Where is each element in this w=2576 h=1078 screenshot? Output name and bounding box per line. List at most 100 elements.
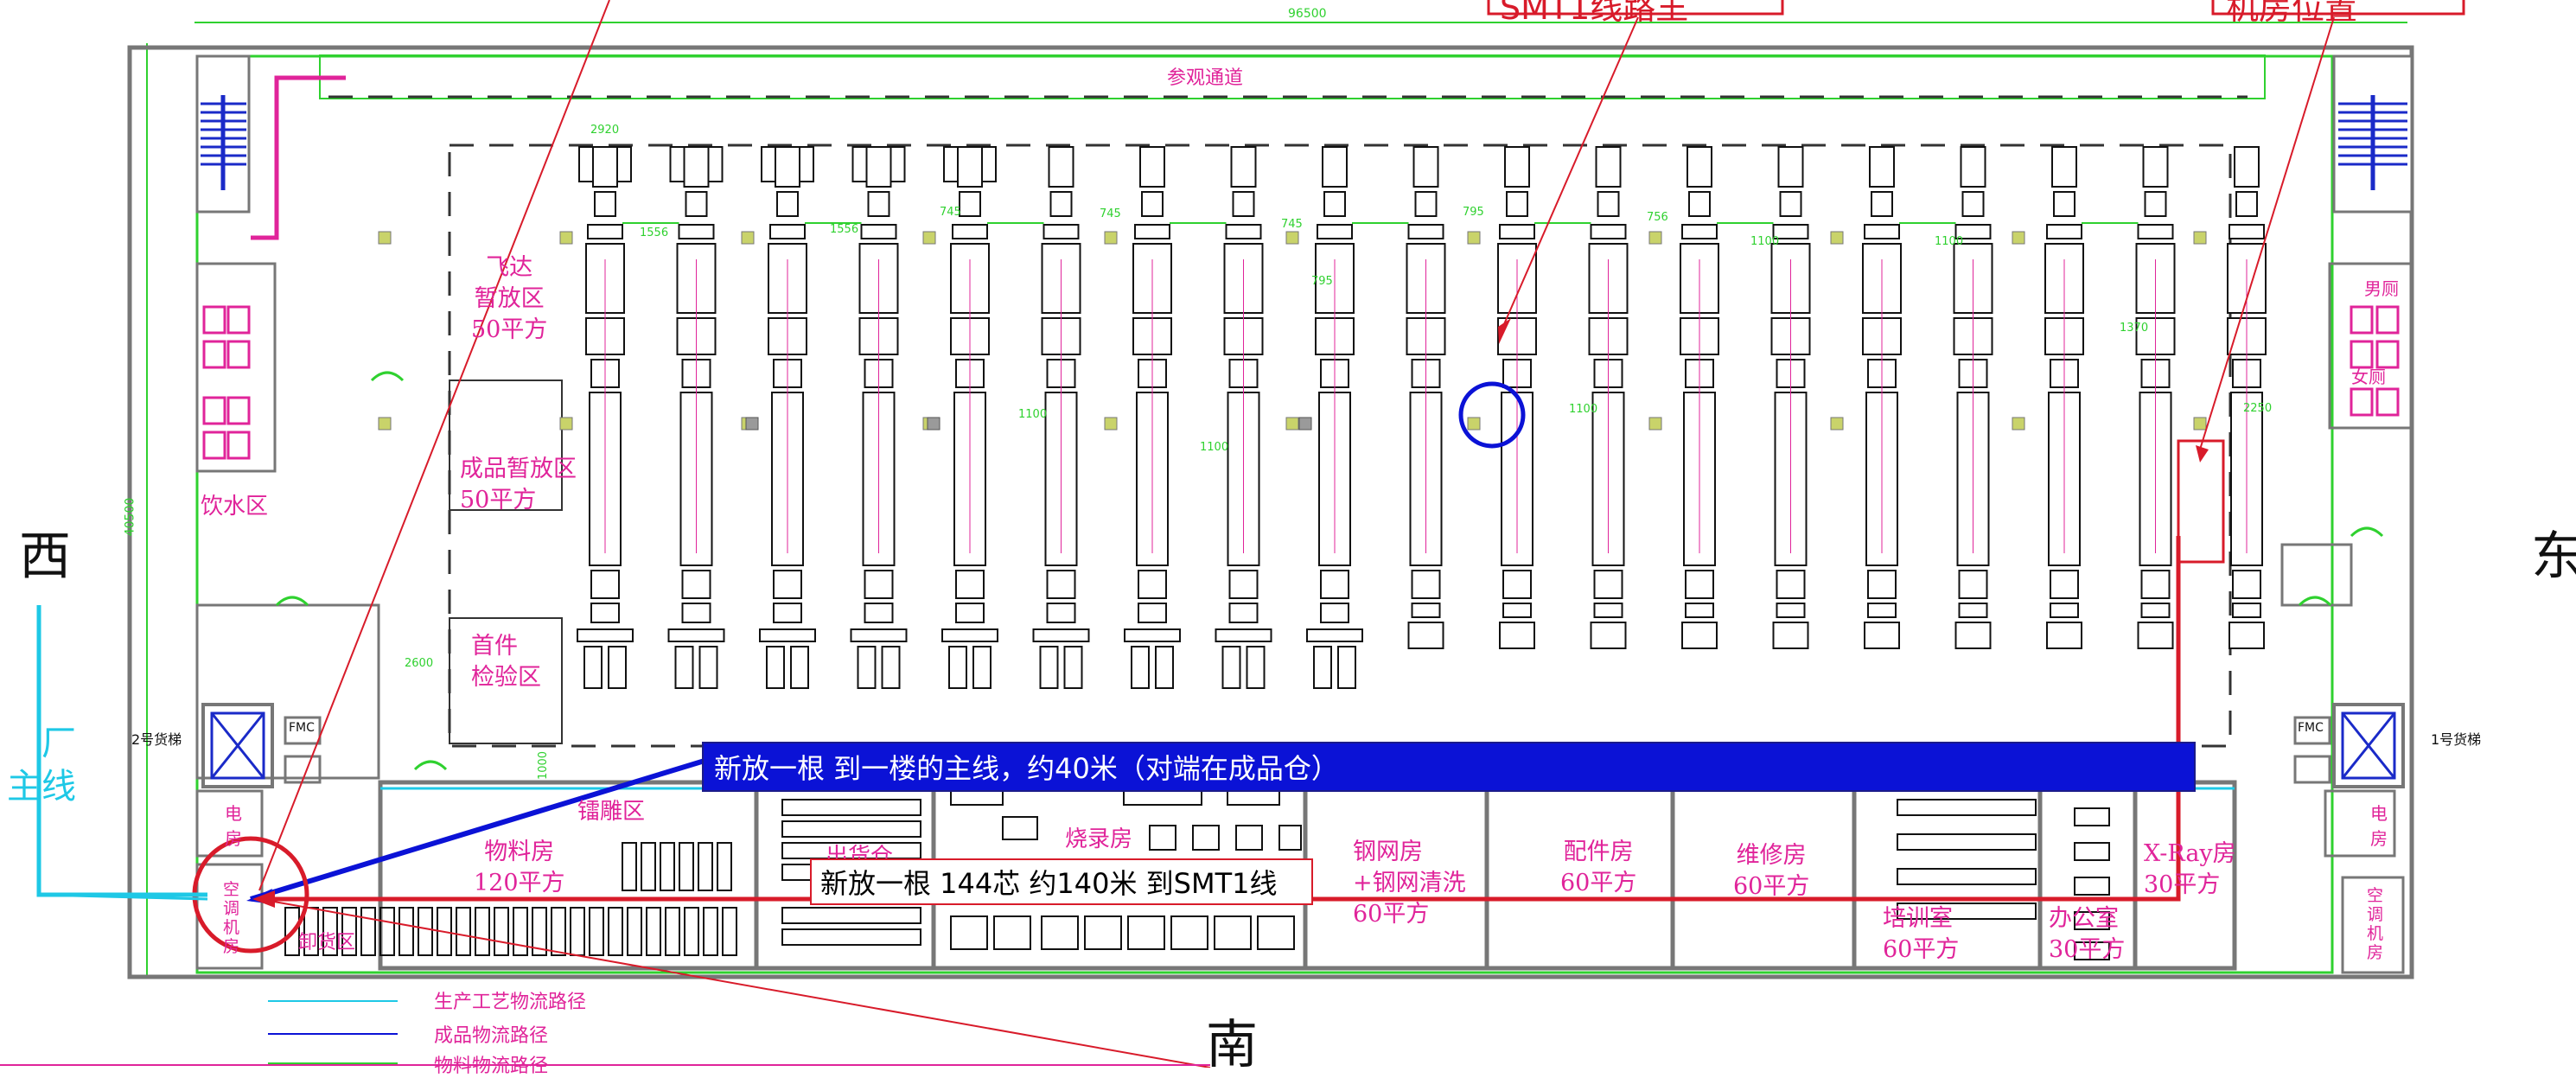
blue-fiber-line bbox=[250, 758, 705, 902]
finished-zone-label: 成品暂放区 50平方 bbox=[460, 456, 577, 513]
pillar bbox=[1285, 231, 1299, 245]
toilets-right bbox=[2350, 305, 2400, 417]
machine-line bbox=[1588, 146, 1629, 649]
pillar bbox=[2193, 417, 2207, 431]
pillar bbox=[1648, 417, 1662, 431]
electric-right bbox=[2324, 789, 2396, 858]
side-dimension-label: 40500 bbox=[123, 497, 137, 537]
machine-line bbox=[1953, 146, 1993, 649]
dim-1100-c: 1100 bbox=[1018, 408, 1048, 421]
machine-line bbox=[667, 146, 725, 689]
training-seats bbox=[1897, 799, 2110, 960]
aircon-right bbox=[2341, 876, 2405, 974]
stair-treads-left bbox=[201, 95, 246, 190]
dim-2920: 2920 bbox=[590, 124, 620, 137]
dim-745-c: 745 bbox=[1281, 218, 1303, 231]
toilets-left bbox=[202, 305, 251, 460]
pillar bbox=[1285, 417, 1299, 431]
dim-1000: 1000 bbox=[537, 750, 551, 781]
stencil-label: 钢网房 +钢网清洗 60平方 bbox=[1353, 839, 1466, 928]
training-label: 培训室 60平方 bbox=[1883, 905, 1960, 963]
machine-line bbox=[1124, 146, 1181, 689]
pillar bbox=[922, 231, 936, 245]
target-location-circle bbox=[1458, 381, 1526, 449]
compass-west: 西 bbox=[19, 526, 71, 587]
pillar bbox=[1104, 417, 1118, 431]
pillar bbox=[559, 231, 573, 245]
visitor-corridor bbox=[319, 54, 2266, 99]
pillar bbox=[2012, 417, 2025, 431]
water-label: 饮水区 bbox=[201, 494, 269, 520]
dim-1100-b: 1100 bbox=[1935, 235, 1964, 248]
pillar bbox=[1830, 231, 1844, 245]
elevator-2 bbox=[201, 703, 274, 788]
fmc-right-2 bbox=[2293, 755, 2331, 784]
office-label: 办公室 30平方 bbox=[2049, 905, 2126, 963]
pillar bbox=[1298, 417, 1312, 431]
burn-room-benches bbox=[950, 790, 1302, 950]
blue-fiber-note: 新放一根 到一楼的主线，约40米（对端在成品仓） bbox=[702, 742, 2196, 792]
repair-label: 维修房 60平方 bbox=[1733, 842, 1810, 900]
callout-left-text: SMT1线路王 bbox=[1500, 0, 1689, 27]
pillar bbox=[1104, 231, 1118, 245]
main-line-label: 厂 主线 bbox=[7, 724, 76, 807]
pillar bbox=[559, 417, 573, 431]
magenta-route bbox=[251, 75, 346, 240]
pillar bbox=[378, 231, 392, 245]
elevator1-label: 1号货梯 bbox=[2431, 731, 2482, 748]
machine-line bbox=[1680, 146, 1719, 649]
male-wc-label: 男厕 bbox=[2364, 278, 2399, 299]
female-wc-label: 女厕 bbox=[2351, 367, 2386, 387]
dim-1370: 1370 bbox=[2120, 322, 2149, 335]
machine-line bbox=[850, 146, 908, 689]
pillar bbox=[2193, 231, 2207, 245]
machine-line bbox=[1497, 146, 1537, 649]
restroom-right bbox=[2328, 262, 2413, 430]
machine-line bbox=[2044, 146, 2084, 649]
stair-treads-right bbox=[2338, 95, 2407, 190]
xray-label: X-Ray房 30平方 bbox=[2144, 840, 2236, 898]
dim-1556-b: 1556 bbox=[830, 223, 859, 236]
electric-left bbox=[195, 789, 264, 858]
corridor-label: 参观通道 bbox=[1167, 67, 1244, 89]
machine-line bbox=[941, 146, 998, 689]
dim-756: 756 bbox=[1647, 211, 1668, 224]
dim-795-a: 795 bbox=[1463, 206, 1484, 219]
elevator-1 bbox=[2332, 703, 2405, 788]
aircon-right-label: 空 调 机 房 bbox=[2367, 886, 2384, 962]
burn-label: 烧录房 bbox=[1065, 826, 1133, 852]
machine-line bbox=[1215, 146, 1272, 689]
pillar bbox=[1830, 417, 1844, 431]
fmc-label-left: FMC bbox=[289, 721, 315, 735]
fmc-label-right: FMC bbox=[2298, 721, 2324, 735]
building-pillars bbox=[378, 231, 2207, 431]
machine-line bbox=[1032, 146, 1090, 689]
electric-left-label: 电 房 bbox=[225, 803, 242, 849]
fly-zone-box bbox=[449, 380, 563, 511]
aircon-left-label: 空 调 机 房 bbox=[223, 880, 240, 956]
pillar bbox=[1467, 231, 1481, 245]
fmc-left bbox=[284, 716, 322, 745]
pillar bbox=[378, 417, 392, 431]
dim-1100-a: 1100 bbox=[1750, 235, 1780, 248]
fmc-right bbox=[2293, 716, 2331, 745]
dim-795-b: 795 bbox=[1311, 275, 1333, 288]
pillar bbox=[741, 231, 755, 245]
dim-1100-d: 1100 bbox=[1200, 441, 1229, 454]
callout-line-left-top bbox=[258, 0, 610, 891]
parts-label: 配件房 60平方 bbox=[1560, 839, 1637, 896]
material-room-label: 物料房 120平方 bbox=[474, 839, 565, 896]
dim-2600: 2600 bbox=[405, 657, 434, 670]
left-wing-lower bbox=[195, 603, 380, 780]
legend-finished: 成品物流路径 bbox=[434, 1025, 549, 1047]
dim-745-b: 745 bbox=[1100, 207, 1121, 220]
electric-right-label: 电 房 bbox=[2370, 803, 2388, 849]
dim-1100-e: 1100 bbox=[1569, 403, 1598, 416]
pillar bbox=[927, 417, 940, 431]
pillar bbox=[1648, 231, 1662, 245]
machine-line bbox=[759, 146, 816, 689]
callout-line-room bbox=[2199, 16, 2335, 450]
pillar bbox=[1467, 417, 1481, 431]
